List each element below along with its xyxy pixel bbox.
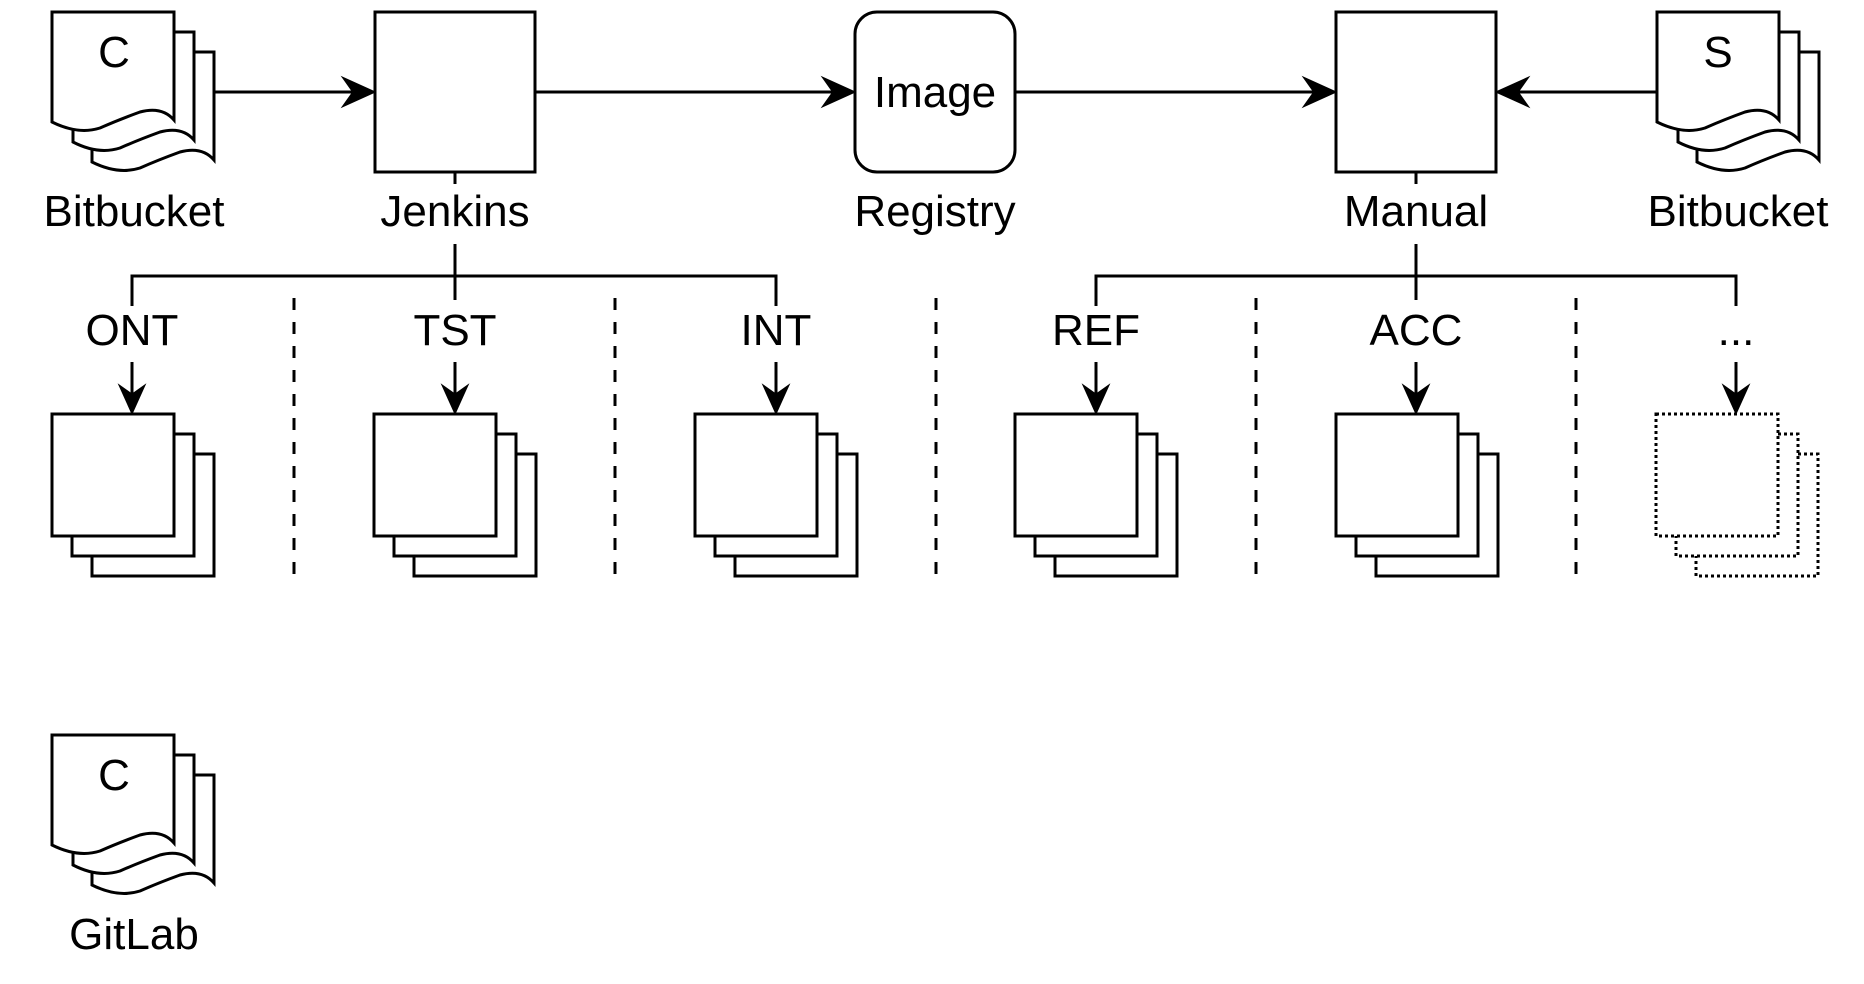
manual-box <box>1334 10 1498 174</box>
tst-stack-icon <box>372 412 538 578</box>
acc-stack-icon <box>1334 412 1500 578</box>
registry-inner-label: Image <box>874 68 996 117</box>
int-label: INT <box>741 306 812 355</box>
bitbucket-c-repo-icon <box>50 10 216 172</box>
tst-label: TST <box>413 306 496 355</box>
registry-label: Registry <box>854 187 1015 236</box>
manual-label: Manual <box>1344 187 1488 236</box>
acc-label: ACC <box>1370 306 1463 355</box>
manual-branch-lines <box>1094 172 1738 306</box>
ref-label: REF <box>1052 306 1140 355</box>
gitlab-c-letter: C <box>98 751 130 800</box>
more-stack-icon <box>1654 412 1820 578</box>
int-stack-icon <box>693 412 859 578</box>
ref-stack-icon <box>1013 412 1179 578</box>
bitbucket-s-repo-icon <box>1655 10 1821 172</box>
jenkins-branch-lines <box>130 172 778 306</box>
jenkins-label: Jenkins <box>380 187 529 236</box>
more-label: ... <box>1718 306 1755 355</box>
ont-label: ONT <box>86 306 179 355</box>
gitlab-c-repo-icon <box>50 733 216 895</box>
bitbucket-s-letter: S <box>1703 28 1732 77</box>
gitlab-label: GitLab <box>69 910 199 959</box>
bitbucket-s-label: Bitbucket <box>1648 187 1829 236</box>
ont-stack-icon <box>50 412 216 578</box>
jenkins-box <box>373 10 537 174</box>
bitbucket-c-letter: C <box>98 28 130 77</box>
bitbucket-c-label: Bitbucket <box>44 187 225 236</box>
